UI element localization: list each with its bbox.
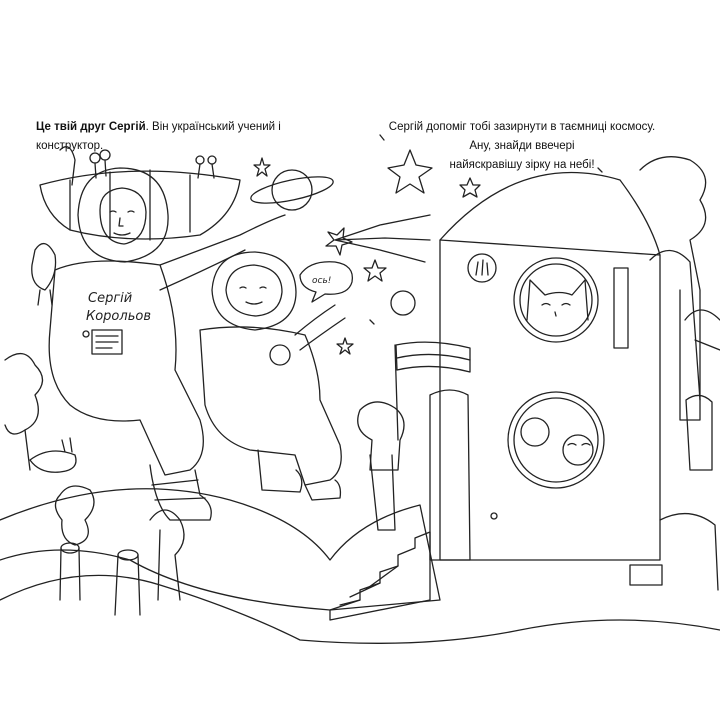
ground-plant-right [659,513,719,591]
left-caption-intro: Це твій друг [36,121,109,133]
right-branch-plant [684,309,720,351]
flag-pole [394,344,399,441]
child-face [225,264,283,317]
star-small-4 [336,337,354,355]
right-caption-line3: найяскравішу зірку на небі! [449,159,595,171]
left-tube-plant [54,485,95,546]
left-plant [4,353,44,435]
left-caption-name: Сергій [108,121,146,133]
rocket-emblem [467,253,497,283]
sergiy-helmet [77,167,169,263]
ringed-planet [271,169,313,211]
sergiy-suit [48,260,204,476]
ground-hill [0,488,441,611]
speech-bubble-text: ось! [312,276,331,286]
rocket-door [429,389,471,561]
cat-in-porthole [526,279,589,321]
alien-saucer [39,170,241,240]
alien-eye-2 [195,155,205,165]
alien-eye-1 [89,152,101,164]
right-tall-plant [649,249,701,401]
kid-in-porthole-1 [520,417,550,447]
child-pointing-arm [294,304,346,351]
star-small-1 [363,259,387,282]
ground-hill-lower [0,574,720,644]
alien-on-saucer [59,146,76,186]
rocket-side-panel [613,267,629,349]
right-pipe-plant [685,394,713,471]
name-tag-line1: Сергій [88,291,132,306]
left-caption: Це твій друг Сергій. Він український уче… [36,118,336,156]
star-small-2 [459,177,481,198]
name-tag-line2: Корольов [86,309,151,324]
sergiy-face [99,187,147,245]
small-planet [390,290,416,316]
small-alien [31,243,57,306]
rocket-stairs [329,531,431,621]
left-caption-rest: . Він український учений і конструктор. [36,121,281,152]
slug-creature [29,437,77,473]
coral-plant [149,509,185,601]
right-caption-line2: Ану, знайди ввечері [469,140,575,152]
left-plant-stem [24,429,31,471]
child-helmet [211,251,297,331]
pipe-plant-1 [60,542,80,554]
tree-trunk-middle [369,454,396,531]
sergiy-boot [149,464,212,521]
flag [395,341,471,373]
star-small-3 [253,157,271,177]
star-large [387,149,433,194]
right-caption: Сергій допоміг тобі зазирнути в таємниці… [372,118,672,175]
sergiy-chest-panel [91,329,123,355]
kid-in-porthole-2 [562,434,594,466]
rocket-box [629,564,663,586]
rocket-nose [439,239,661,256]
child-suit [199,326,342,486]
pipe-plant-2 [117,549,139,561]
right-smoke-plant [639,156,707,421]
comet [334,214,431,263]
right-caption-line1: Сергій допоміг тобі зазирнути в таємниці… [388,121,656,133]
rocket-porthole-cat [513,257,599,343]
rocket-body [439,171,661,561]
smoke-bush [357,401,405,471]
sergiy-left-arm [159,214,286,266]
rocket-porthole-kids [507,391,605,489]
child-boot [257,449,303,493]
speech-bubble [299,261,354,303]
